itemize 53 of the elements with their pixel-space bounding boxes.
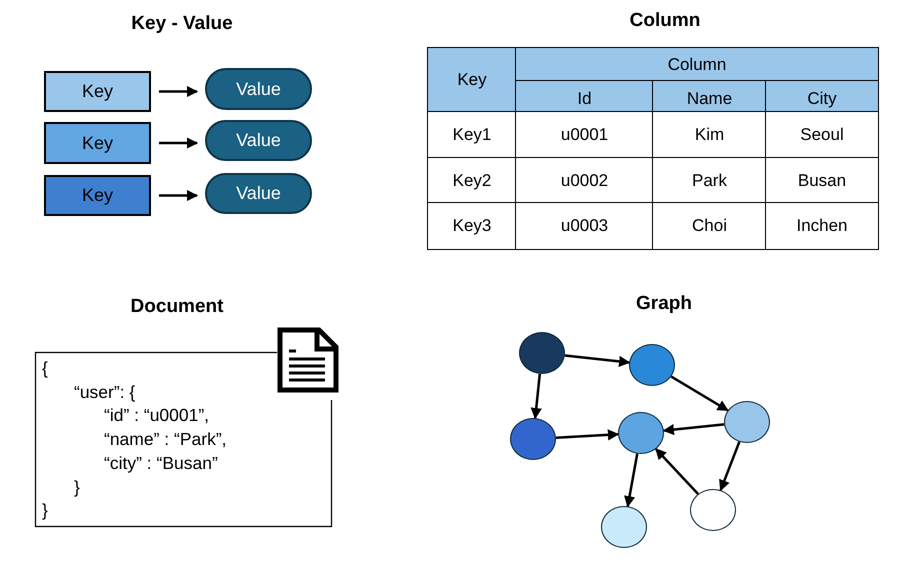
table-cell: Busan xyxy=(765,157,879,204)
table-cell: Seoul xyxy=(765,111,879,159)
graph-node-circle xyxy=(724,401,770,443)
arrow xyxy=(159,86,198,98)
key-box: Key xyxy=(44,175,151,216)
arrow xyxy=(556,429,620,440)
value-pill: Value xyxy=(205,173,312,214)
table-cell: Choi xyxy=(652,202,767,250)
graph-node-circle xyxy=(510,418,556,460)
code-line: “city” : “Busan” xyxy=(104,452,218,475)
value-pill: Value xyxy=(205,120,312,161)
table-cell: u0002 xyxy=(515,157,654,204)
arrow xyxy=(624,454,638,508)
table-header-cell: Id xyxy=(515,80,654,113)
table-cell: u0001 xyxy=(515,111,654,159)
document-box xyxy=(35,352,332,527)
section-heading: Document xyxy=(130,296,224,318)
graph-node-circle xyxy=(618,412,664,454)
table-cell: Inchen xyxy=(765,202,879,250)
code-line: } xyxy=(74,476,80,499)
table-cell: u0003 xyxy=(515,202,654,250)
code-line: “name” : “Park”, xyxy=(104,428,227,452)
code-line: “user”: { xyxy=(74,380,136,404)
table-cell: Key3 xyxy=(427,202,517,250)
key-box: Key xyxy=(44,122,151,164)
graph-node-circle xyxy=(690,489,736,531)
key-box: Key xyxy=(44,71,151,112)
section-heading: Column xyxy=(630,10,700,32)
graph-node-circle xyxy=(519,332,565,374)
table-cell: Key2 xyxy=(427,157,517,204)
arrow xyxy=(719,441,741,492)
arrow xyxy=(662,423,724,436)
arrow xyxy=(159,190,198,202)
table-header-cell: Column xyxy=(515,47,879,82)
table-header-cell: Key xyxy=(427,47,517,113)
code-line: “id” : “u0001”, xyxy=(104,404,210,428)
arrow xyxy=(530,374,542,420)
arrow xyxy=(159,137,198,149)
arrow xyxy=(655,448,699,495)
section-heading: Graph xyxy=(636,293,692,315)
graph-node-circle xyxy=(601,506,647,548)
code-line: } xyxy=(42,499,48,522)
section-heading: Key - Value xyxy=(131,13,233,35)
table-header-cell: Name xyxy=(652,80,767,113)
value-pill: Value xyxy=(205,68,312,110)
graph-node-circle xyxy=(629,344,675,386)
table-cell: Park xyxy=(652,157,767,204)
table-cell: Key1 xyxy=(427,111,517,159)
arrow xyxy=(564,354,630,367)
arrow xyxy=(670,375,729,412)
table-cell: Kim xyxy=(652,111,767,159)
code-line: { xyxy=(42,357,48,380)
table-header-cell: City xyxy=(765,80,879,113)
